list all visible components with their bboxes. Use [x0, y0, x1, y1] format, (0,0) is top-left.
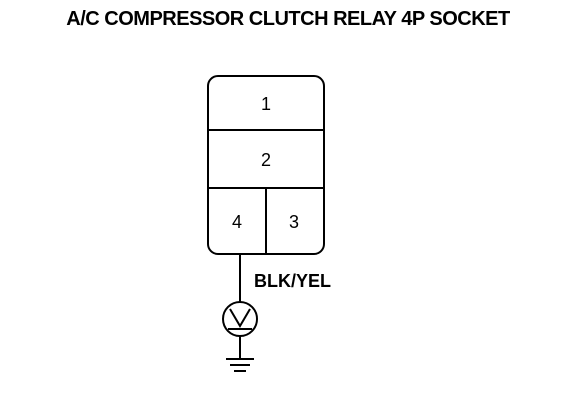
cavity-pin-2[interactable]: 2: [261, 150, 271, 170]
cavity-pin-3[interactable]: 3: [289, 212, 299, 232]
ground-icon: [226, 358, 254, 372]
wire-color-label: BLK/YEL: [254, 271, 331, 291]
pin-4-label: 4: [232, 212, 242, 232]
pin-1-label: 1: [261, 94, 271, 114]
pin-3-label: 3: [289, 212, 299, 232]
connector-4p-socket: 1 2 4 3: [207, 75, 325, 255]
cavity-pin-1[interactable]: 1: [261, 94, 271, 114]
voltmeter-icon: [222, 301, 258, 337]
diagram-title: A/C COMPRESSOR CLUTCH RELAY 4P SOCKET: [66, 8, 510, 30]
pin-2-label: 2: [261, 150, 271, 170]
cavity-pin-4[interactable]: 4: [232, 212, 242, 232]
